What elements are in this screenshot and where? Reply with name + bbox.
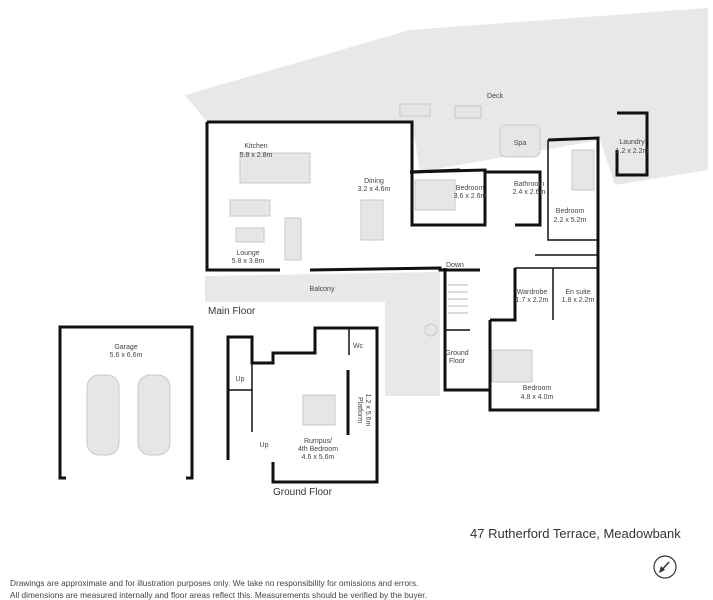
label-wardrobe-dim: 1.7 x 2.2m: [516, 297, 549, 304]
label-dining-dim: 3.2 x 4.6m: [358, 186, 391, 193]
label-ground-floor-stair: Ground: [445, 350, 468, 357]
label-bedroom3: Bedroom: [523, 385, 552, 392]
bedroom1-walls: [409, 168, 487, 227]
label-bedroom2-dim: 2.2 x 5.2m: [554, 217, 587, 224]
label-garage: Garage: [114, 344, 137, 351]
car: [137, 374, 171, 456]
spa-tub: [499, 124, 541, 158]
main-floor-walls: [309, 266, 480, 272]
bed: [302, 394, 336, 426]
label-kitchen-dim: 5.8 x 2.8m: [240, 152, 273, 159]
label-up: Up: [260, 442, 269, 449]
interior-wall: [515, 267, 598, 320]
dining-table: [360, 199, 384, 241]
label-bathroom: Bathroom: [514, 181, 545, 188]
label-balcony: Balcony: [310, 286, 335, 293]
label-bedroom1-dim: 3.6 x 2.6m: [454, 193, 487, 200]
label-garage-dim: 5.6 x 6.6m: [110, 352, 143, 359]
label-ensuite: En suite: [565, 289, 590, 296]
laundry-walls: [615, 111, 649, 177]
label-kitchen: Kitchen: [244, 143, 267, 150]
label-up: Up: [236, 376, 245, 383]
label-bedroom3-dim: 4.8 x 4.0m: [521, 394, 554, 401]
wardrobe-walls: [490, 268, 517, 322]
label-lounge-dim: 5.8 x 3.8m: [232, 258, 265, 265]
label-ground-floor-stair-2: Floor: [449, 358, 466, 365]
label-ensuite-dim: 1.8 x 2.2m: [562, 297, 595, 304]
label-dining: Dining: [364, 178, 384, 185]
garage-walls: [58, 325, 194, 480]
label-wc: Wc: [353, 343, 364, 350]
balcony-area: [205, 272, 440, 396]
label-laundry: Laundry: [619, 139, 645, 146]
label-rumpus-2: 4th Bedroom: [298, 446, 338, 453]
stairs-down: [448, 284, 468, 314]
label-wardrobe: Wardrobe: [517, 289, 548, 296]
compass-icon: [653, 555, 677, 579]
bed: [491, 349, 533, 383]
balcony-table: [424, 323, 438, 337]
bed: [414, 179, 456, 211]
ground-floor-walls: [226, 326, 379, 484]
label-main-floor: Main Floor: [208, 306, 256, 317]
label-spa: Spa: [514, 140, 527, 147]
bed: [571, 149, 595, 191]
sofa: [284, 217, 302, 261]
kitchen-island: [239, 152, 311, 184]
car: [86, 374, 120, 456]
deck-area: [185, 8, 708, 185]
label-bedroom1: Bedroom: [456, 185, 485, 192]
interior-wall: [547, 140, 598, 241]
label-platform-dim: 1.2 x 5.6m: [364, 394, 371, 427]
label-bathroom-dim: 2.4 x 2.6m: [513, 189, 546, 196]
label-rumpus: Rumpus/: [304, 438, 332, 445]
bedroom2-walls: [547, 136, 600, 320]
label-down: Down: [446, 262, 464, 269]
disclaimer-line: Drawings are approximate and for illustr…: [10, 578, 419, 588]
label-lounge: Lounge: [236, 250, 259, 257]
label-laundry-dim: 1.2 x 2.2m: [616, 148, 649, 155]
label-ground-floor: Ground Floor: [273, 487, 333, 498]
label-bedroom2: Bedroom: [556, 208, 585, 215]
label-platform: Platform: [356, 397, 363, 423]
disclaimer-line: All dimensions are measured internally a…: [10, 590, 427, 600]
deck-table: [399, 103, 431, 117]
label-deck: Deck: [487, 93, 503, 100]
deck-table: [454, 105, 482, 119]
sofa: [229, 199, 271, 217]
property-address: 47 Rutherford Terrace, Meadowbank: [470, 526, 681, 541]
stair-walls: [443, 268, 492, 392]
bathroom-walls: [485, 170, 542, 227]
coffee-table: [235, 227, 265, 243]
main-floor-walls: [205, 122, 280, 272]
label-rumpus-dim: 4.6 x 5.6m: [302, 454, 335, 461]
